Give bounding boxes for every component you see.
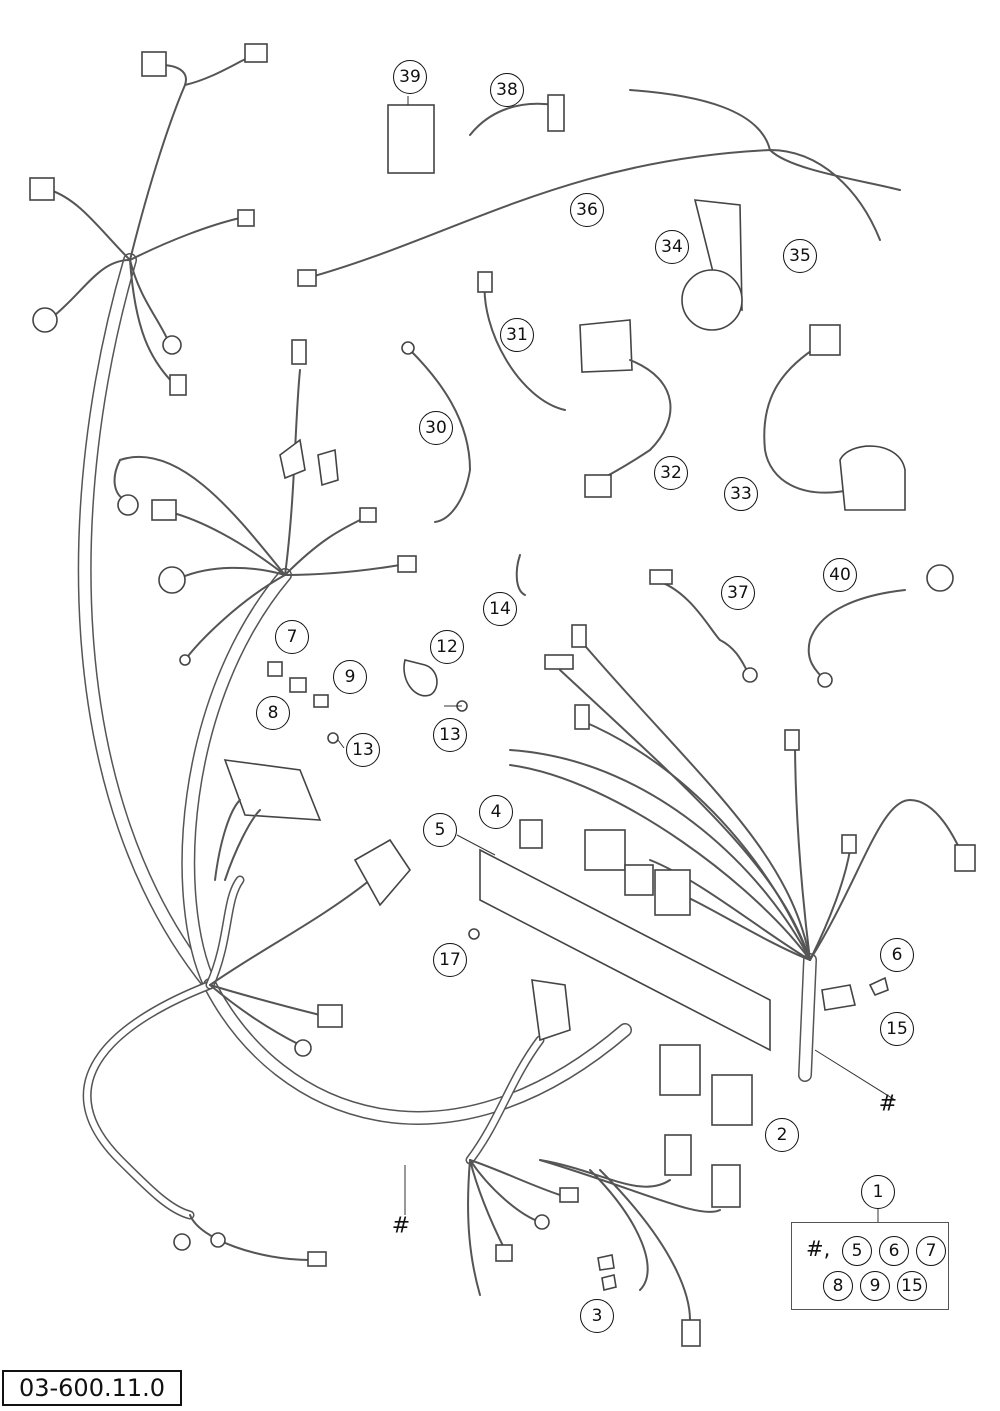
hash-mark-right: # — [878, 1091, 898, 1117]
kit-hash-label: #, — [806, 1237, 831, 1261]
callout-14: 14 — [483, 592, 517, 626]
right-branch — [479, 624, 976, 1126]
callout-17: 17 — [433, 943, 467, 977]
callout-30: 30 — [419, 411, 453, 445]
callout-6: 6 — [880, 938, 914, 972]
callout-15: 15 — [880, 1012, 914, 1046]
callout-32: 32 — [654, 456, 688, 490]
callout-13-clip: 13 — [433, 718, 467, 752]
callout-12: 12 — [430, 630, 464, 664]
top-left-branch — [29, 43, 268, 396]
callout-37: 37 — [721, 576, 755, 610]
kit-item-5: 5 — [842, 1236, 872, 1266]
reference-code-label: 03-600.11.0 — [2, 1370, 182, 1406]
bottom-center-branch — [467, 979, 741, 1347]
leader-lines — [337, 96, 896, 1222]
callout-39: 39 — [393, 60, 427, 94]
callout-34: 34 — [655, 230, 689, 264]
callout-8: 8 — [256, 696, 290, 730]
callout-5: 5 — [423, 813, 457, 847]
fuse-box-area — [173, 759, 412, 1267]
callout-9: 9 — [333, 660, 367, 694]
kit-item-9: 9 — [860, 1271, 890, 1301]
callout-35: 35 — [783, 239, 817, 273]
callout-2: 2 — [765, 1118, 799, 1152]
callout-4: 4 — [479, 795, 513, 829]
loose-parts — [267, 659, 617, 1291]
callout-3: 3 — [580, 1299, 614, 1333]
callout-33: 33 — [724, 477, 758, 511]
upper-right-parts — [297, 89, 954, 688]
hash-mark-bottom: # — [391, 1213, 411, 1239]
callout-1: 1 — [861, 1175, 895, 1209]
kit-contents-box: #, 5 6 7 8 9 15 — [791, 1222, 949, 1310]
callout-7: 7 — [275, 620, 309, 654]
mid-left-branch — [113, 339, 417, 666]
callout-38: 38 — [490, 73, 524, 107]
main-harness-trunk — [77, 253, 817, 1220]
callout-36: 36 — [570, 193, 604, 227]
kit-item-8: 8 — [823, 1271, 853, 1301]
kit-item-6: 6 — [879, 1236, 909, 1266]
callout-13-fuse: 13 — [346, 733, 380, 767]
callout-40: 40 — [823, 558, 857, 592]
kit-item-15: 15 — [897, 1271, 927, 1301]
kit-item-7: 7 — [916, 1236, 946, 1266]
callout-31: 31 — [500, 318, 534, 352]
